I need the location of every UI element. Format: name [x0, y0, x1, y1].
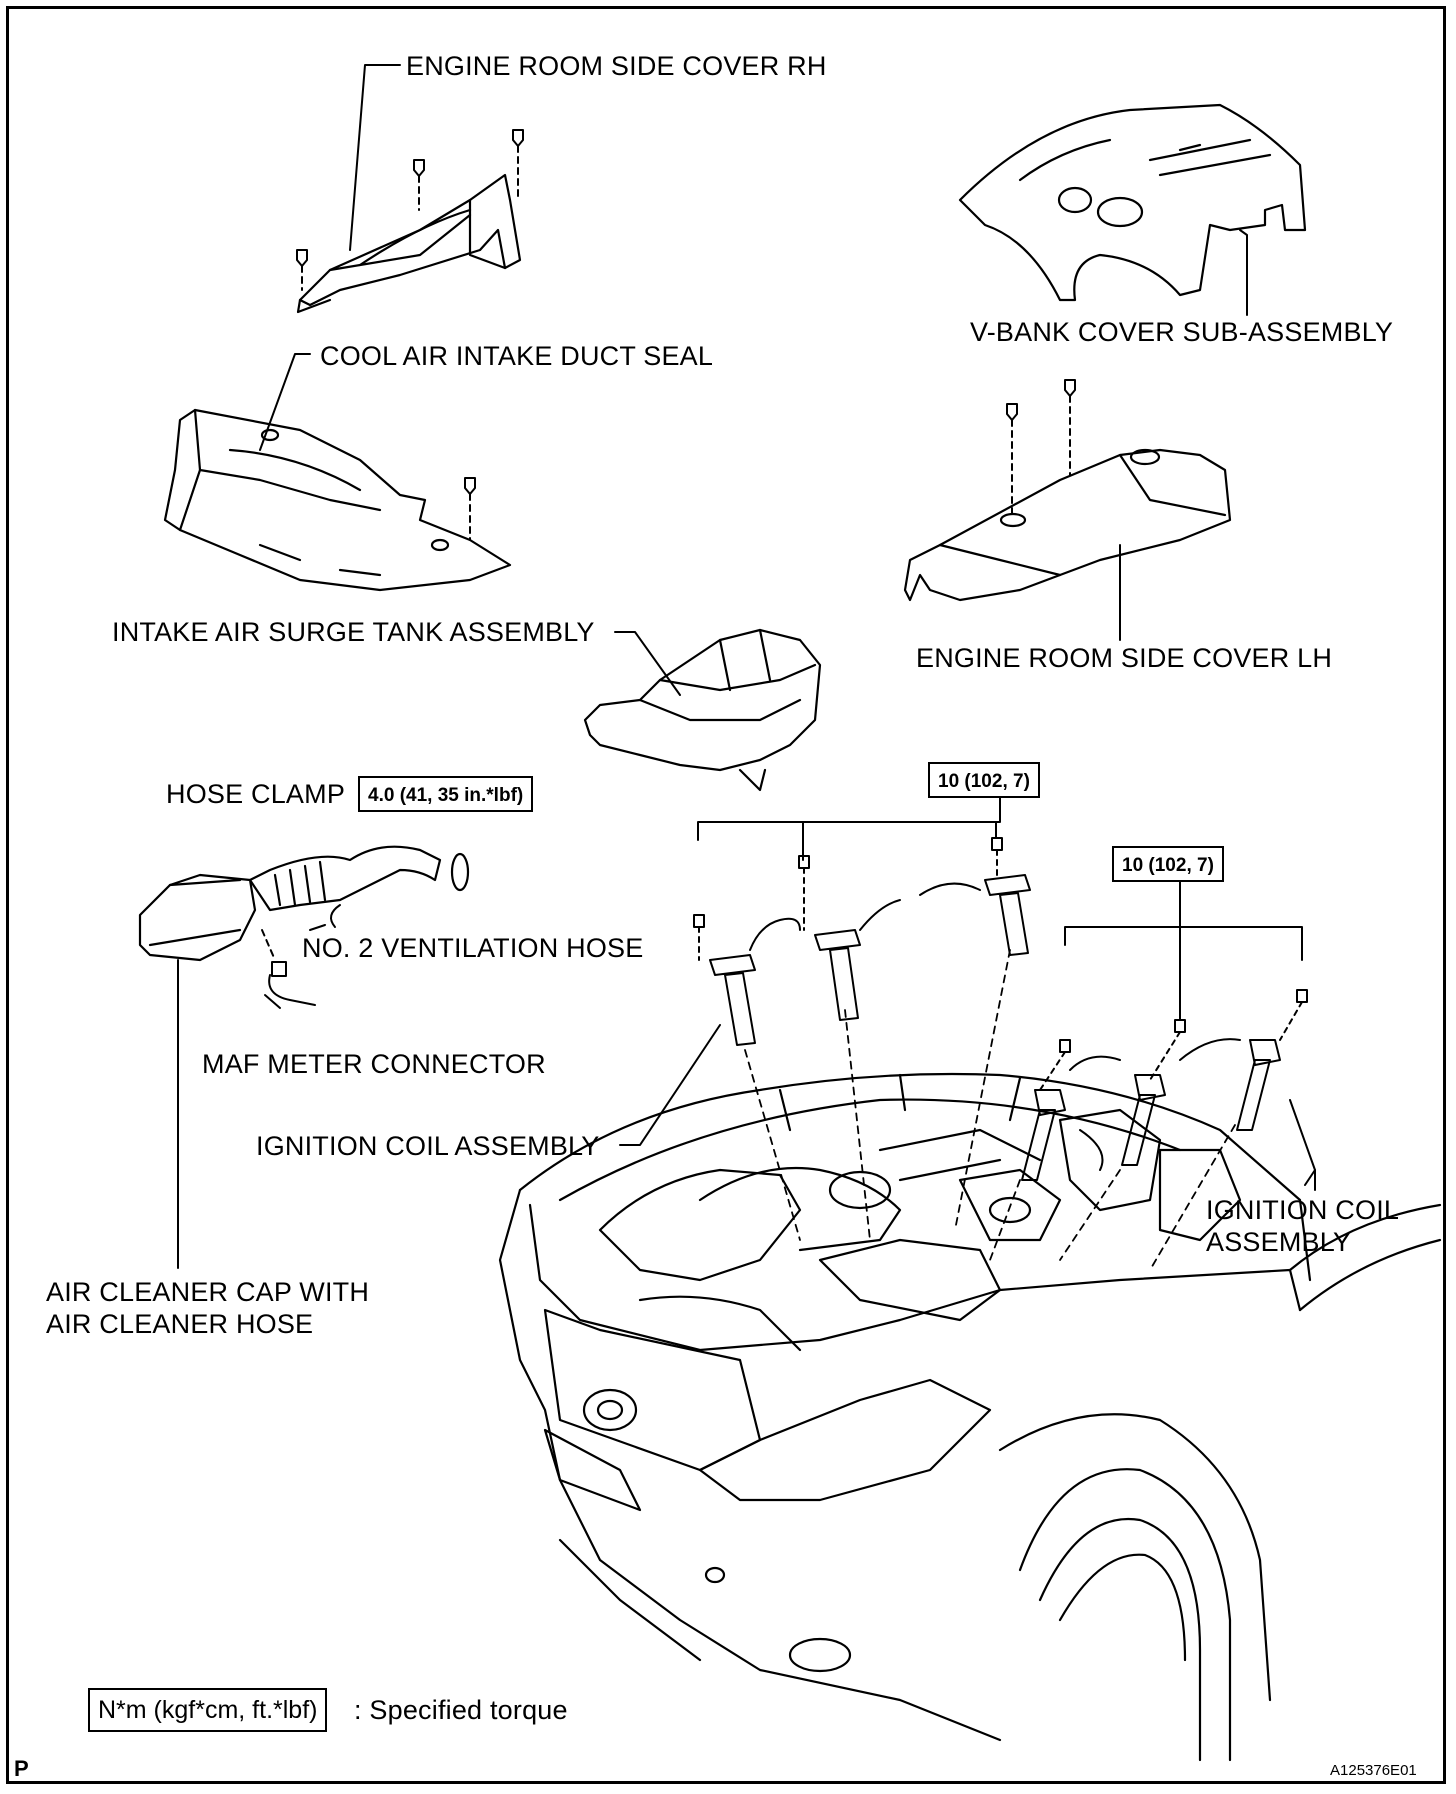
intake-air-surge-tank-part — [583, 628, 822, 792]
air-cleaner-hose-part — [248, 845, 470, 912]
label-maf-meter-connector: MAF METER CONNECTOR — [202, 1049, 546, 1079]
label-v-bank-cover: V-BANK COVER SUB-ASSEMBLY — [970, 317, 1394, 347]
engine-room-side-cover-lh-part — [903, 448, 1232, 602]
label-engine-room-side-cover-lh: ENGINE ROOM SIDE COVER LH — [916, 643, 1333, 673]
label-cool-air-intake-duct-seal: COOL AIR INTAKE DUCT SEAL — [320, 341, 714, 371]
label-engine-room-side-cover-rh: ENGINE ROOM SIDE COVER RH — [406, 51, 827, 81]
page-corner-letter: P — [14, 1756, 29, 1781]
label-intake-air-surge-tank: INTAKE AIR SURGE TANK ASSEMBLY — [112, 617, 595, 647]
v-bank-cover-part — [958, 103, 1307, 302]
label-ignition-coil-left: IGNITION COIL ASSEMBLY — [256, 1131, 600, 1161]
vehicle-front-illustration — [498, 1072, 1442, 1762]
label-ignition-coil-right-line2: ASSEMBLY — [1206, 1227, 1352, 1257]
clip-icon — [296, 129, 524, 291]
label-no2-ventilation-hose: NO. 2 VENTILATION HOSE — [302, 933, 644, 963]
label-hose-clamp: HOSE CLAMP — [166, 779, 346, 809]
figure-id: A125376E01 — [1330, 1762, 1417, 1779]
label-air-cleaner-cap-line1: AIR CLEANER CAP WITH — [46, 1277, 370, 1307]
air-cleaner-cap-part — [138, 873, 257, 962]
cool-air-intake-duct-seal-part — [163, 408, 512, 592]
label-air-cleaner-cap-line2: AIR CLEANER HOSE — [46, 1309, 314, 1339]
torque-box-hose-clamp: 4.0 (41, 35 in.*lbf) — [358, 776, 534, 812]
torque-box-coil-bank-right: 10 (102, 7) — [1112, 846, 1224, 882]
label-ignition-coil-right-line1: IGNITION COIL — [1206, 1195, 1400, 1225]
legend-text: : Specified torque — [354, 1695, 568, 1725]
ignition-coil-bank-left — [693, 837, 1031, 1046]
diagram-frame — [6, 6, 1446, 1784]
legend-torque-box: N*m (kgf*cm, ft.*lbf) — [88, 1688, 328, 1732]
torque-box-coil-bank-left: 10 (102, 7) — [928, 762, 1040, 798]
engine-room-side-cover-rh-part — [296, 173, 522, 314]
ignition-coil-bank-right — [1021, 989, 1308, 1181]
